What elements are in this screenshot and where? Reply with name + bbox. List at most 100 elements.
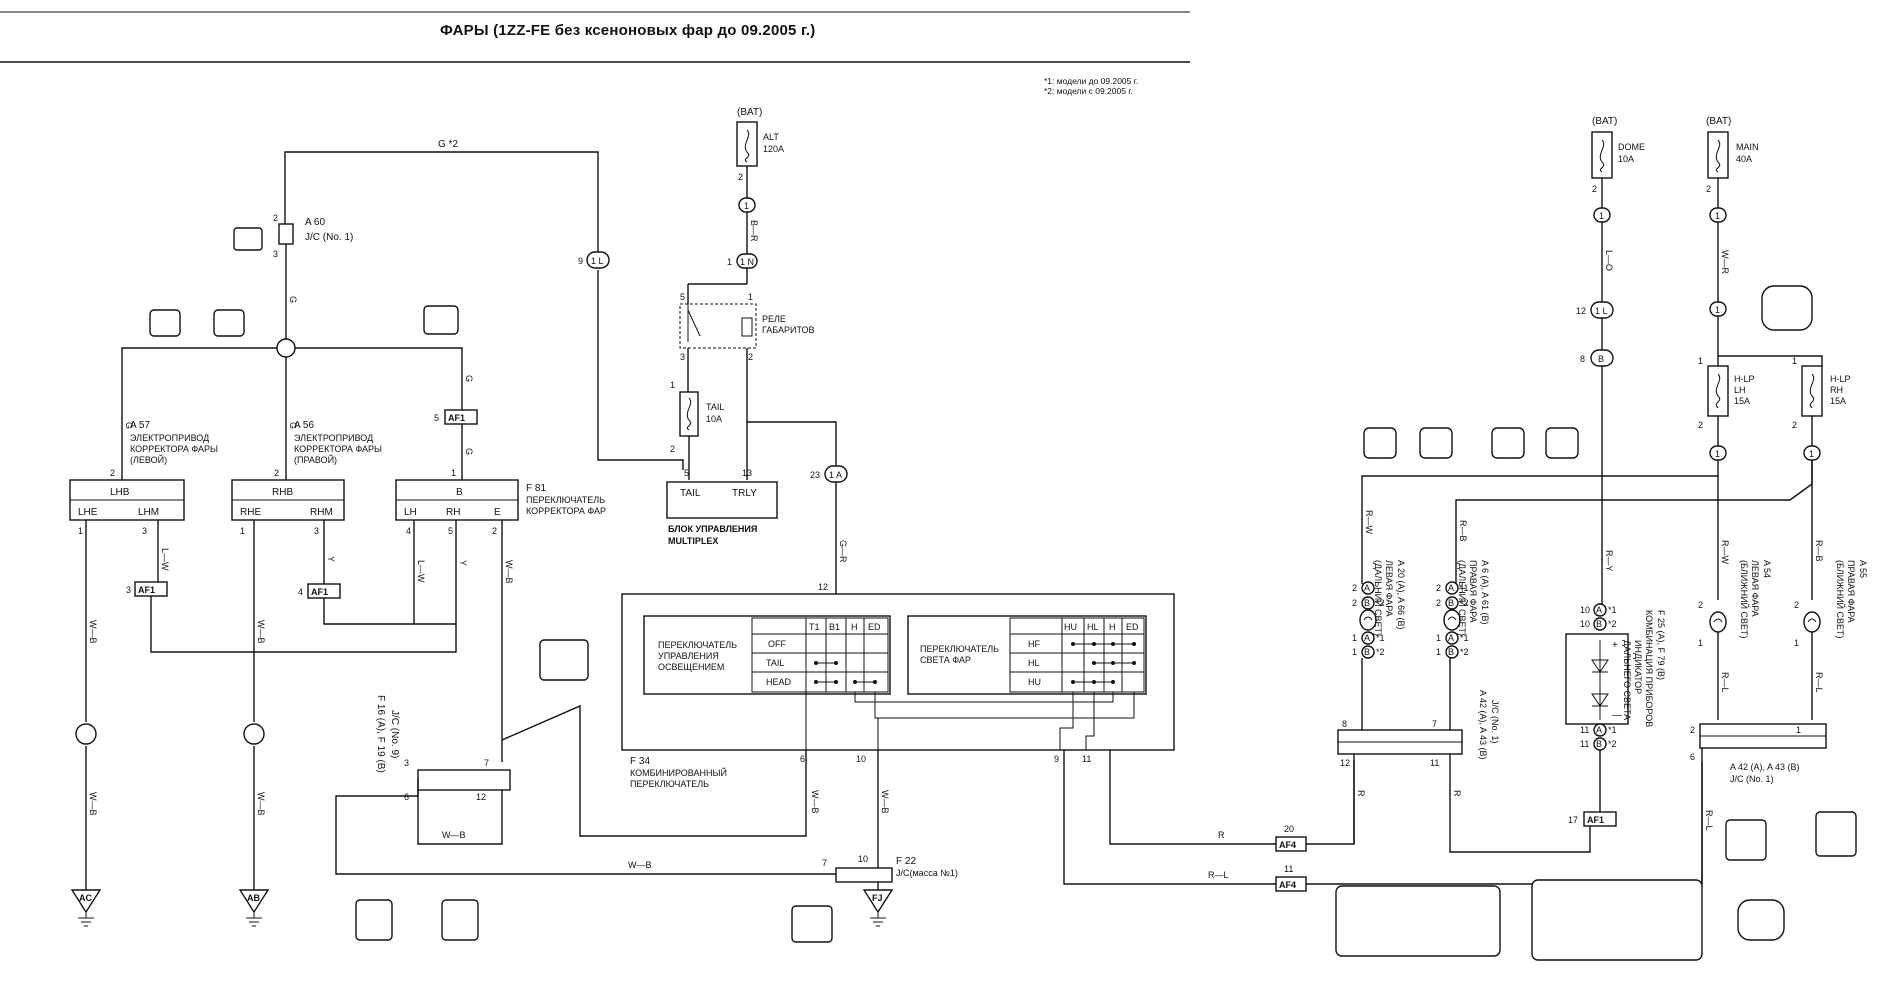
main-fuse-box [1707, 131, 1729, 179]
a6-pin-b1-num: 1 [1436, 647, 1441, 657]
a6-pin-b2-num: 2 [1436, 598, 1441, 608]
a6-pin-b2 [1445, 596, 1459, 610]
af4-11-pin: 11 [1284, 864, 1293, 874]
alt-fuse-label-1: ALT [763, 132, 779, 142]
ground-fj: FJ [862, 889, 894, 927]
ground-ac-symbol [78, 912, 94, 927]
alt-fuse-box [736, 121, 758, 167]
af4-20-pin: 20 [1284, 824, 1294, 834]
hlp-rh-label-2: RH [1830, 385, 1843, 395]
a56-label-3: КОРРЕКТОРА ФАРЫ [294, 444, 382, 454]
connector-1-main-label: 1 [1715, 211, 1720, 221]
a55-lamp [1803, 611, 1821, 633]
f34-pin-6: 6 [800, 754, 805, 764]
connector-icon-a20 [1363, 427, 1397, 459]
af1-connector-top [444, 409, 478, 425]
connector-23a-pin: 23 [810, 470, 820, 480]
relay-pin-3: 3 [680, 352, 685, 362]
connector-icon-f19 [441, 899, 479, 941]
wire-label-wb-4: W—B [256, 792, 266, 816]
af1-4-pin: 4 [298, 587, 303, 597]
connector-icon-a6 [1491, 427, 1525, 459]
page-title: ФАРЫ (1ZZ-FE без ксеноновых фар до 09.20… [440, 22, 816, 39]
wire-label-lw-1: L—W [160, 548, 170, 571]
beam-dot-hf-3 [1111, 642, 1115, 646]
af4-11-label: AF4 [1279, 880, 1296, 890]
f16-pin-7: 7 [484, 758, 489, 768]
f25-pin-a11 [1593, 723, 1607, 737]
a20-lamp [1359, 609, 1377, 631]
f25-pin-a11-star: *1 [1608, 725, 1617, 735]
a56-label-2: ЭЛЕКТРОПРИВОД [294, 433, 373, 443]
f34-label-1: F 34 [630, 756, 650, 767]
f34-pin-12: 12 [818, 582, 828, 592]
connector-icon-a56 [213, 309, 245, 337]
wire-label-g-af1: G [464, 375, 474, 382]
af1-4-label: AF1 [311, 587, 328, 597]
light-dot-head-1 [814, 680, 818, 684]
af1-17-label: AF1 [1587, 815, 1604, 825]
wire-label-r-2: R [1452, 790, 1462, 797]
alt-fuse-label-2: 120A [763, 144, 784, 154]
multiplex-pin-5: 5 [684, 468, 689, 478]
connector-8b-mark: B [1598, 354, 1604, 364]
connector-pictograms [149, 227, 1857, 961]
wire-label-rl-af4: R—L [1208, 870, 1229, 880]
beam-dot-hl-2 [1111, 661, 1115, 665]
a6-label-2: ПРАВАЯ ФАРА [1468, 560, 1478, 623]
connector-9l [586, 251, 610, 269]
wire-g2-top [284, 151, 599, 260]
a6-lamp-filament [1447, 616, 1457, 621]
beam-header-hu: HU [1064, 622, 1077, 632]
f22-jc-block [835, 867, 893, 883]
f22-pin-10: 10 [858, 854, 868, 864]
a42-left-label-1: A 42 (A), A 43 (B) [1478, 690, 1488, 760]
wire-label-y-1: Y [326, 556, 336, 562]
f25-pin-b10-num: 10 [1580, 619, 1590, 629]
wire-label-rw-hi: R—W [1364, 510, 1374, 534]
a20-pin-a1-mark: A [1364, 633, 1370, 643]
wire-f16-left-loop [417, 778, 503, 845]
beam-dot-hf-1 [1071, 642, 1075, 646]
a42-right-pin-2: 2 [1690, 725, 1695, 735]
a60-pin-2: 2 [273, 213, 278, 223]
a60-label-2: J/C (No. 1) [305, 232, 353, 243]
tail-fuse-element [686, 397, 692, 431]
f16-jc-block [417, 769, 511, 791]
a55-pin-2: 2 [1794, 600, 1799, 610]
hlp-rh-fuse-element [1809, 373, 1815, 409]
a55-lamp-filament [1807, 618, 1817, 623]
wire-label-wb-2: W—B [88, 792, 98, 816]
f81-pin-4: 4 [406, 526, 411, 536]
a60-junction-box [278, 223, 294, 245]
light-dot-head-4 [873, 680, 877, 684]
a57-label-1: A 57 [130, 420, 150, 431]
connector-9l-pin: 9 [578, 256, 583, 266]
wire-tail-to-23 [747, 421, 837, 466]
wire-label-wb-e: W—B [504, 560, 514, 584]
f22-label-1: F 22 [896, 856, 916, 867]
wire-lw-af1-down [150, 520, 457, 653]
hlp-rh-label-3: 15A [1830, 396, 1846, 406]
f25-pin-a10 [1593, 603, 1607, 617]
a6-pin-a2-star: *1 [1460, 583, 1469, 593]
beam-row-hu: HU [1028, 677, 1041, 687]
connector-icon-f16 [355, 899, 393, 941]
hlp-lh-fuse-element [1715, 373, 1721, 409]
beam-table-frame [1009, 617, 1145, 693]
a56-pin-2: 2 [274, 468, 279, 478]
a42-right-pin-1: 1 [1796, 725, 1801, 735]
tail-fuse-label-2: 10A [706, 414, 722, 424]
a20-pin-b1-mark: B [1364, 647, 1370, 657]
wire-label-wb-1: W—B [88, 620, 98, 644]
f16-label-2: J/C (No. 9) [389, 710, 400, 758]
a54-label-2: ЛЕВАЯ ФАРА [1750, 560, 1760, 617]
a56-pin-3: 3 [314, 526, 319, 536]
beam-header-hl: HL [1087, 622, 1099, 632]
light-header-b1: B1 [829, 622, 840, 632]
bat-label-center: (BAT) [737, 107, 762, 118]
a55-label-3: (БЛИЖНИЙ СВЕТ) [1835, 560, 1846, 639]
f25-label-1: F 25 (A), F 79 (B) [1656, 610, 1666, 680]
f81-label-1: F 81 [526, 483, 546, 494]
